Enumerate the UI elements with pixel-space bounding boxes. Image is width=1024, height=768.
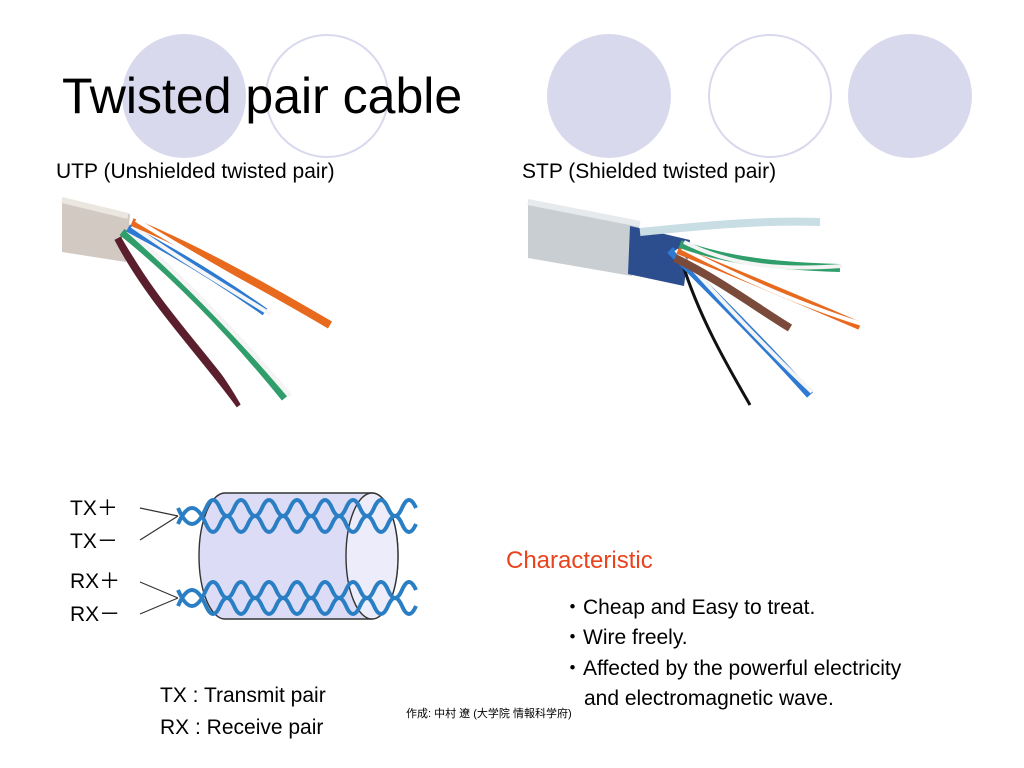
tx-minus-label: TX－: [70, 530, 118, 553]
slide-title: Twisted pair cable: [62, 68, 463, 124]
decor-circle-3: [547, 34, 671, 158]
utp-cable-image: [61, 197, 333, 410]
rx-plus-label: RX＋: [70, 570, 121, 593]
legend-rx: RX : Receive pair: [160, 716, 324, 739]
stp-cable-image: [527, 199, 863, 406]
decor-circle-4: [708, 34, 832, 158]
decor-circle-2: [265, 34, 389, 158]
legend-tx: TX : Transmit pair: [160, 684, 326, 707]
utp-label: UTP (Unshielded twisted pair): [56, 160, 335, 183]
feature-item: ・Cheap and Easy to treat.: [562, 596, 816, 619]
characteristic-heading: Characteristic: [506, 547, 653, 574]
feature-item: ・Wire freely.: [562, 626, 688, 649]
stp-label: STP (Shielded twisted pair): [522, 160, 777, 183]
feature-item: and electromagnetic wave.: [584, 687, 834, 710]
tx-plus-label: TX＋: [70, 497, 118, 520]
decor-circle-5: [848, 34, 972, 158]
author-credit: 作成: 中村 遼 (大学院 情報科学府): [406, 708, 572, 720]
twisted-pair-diagram: [139, 492, 418, 620]
decor-circle-1: [122, 34, 246, 158]
feature-item: ・Affected by the powerful electricity: [562, 657, 902, 680]
rx-minus-label: RX－: [70, 603, 121, 626]
